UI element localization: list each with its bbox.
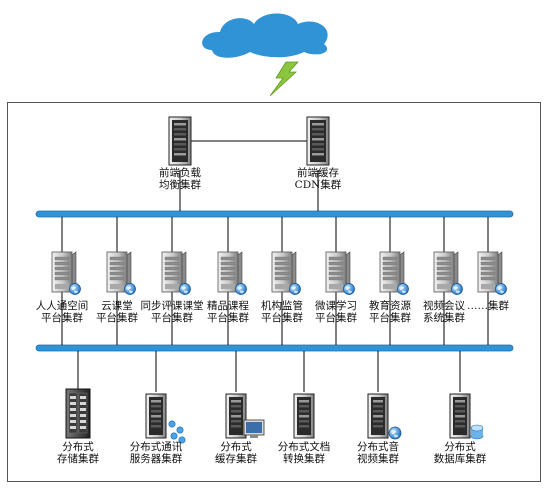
label-line: 分布式 bbox=[444, 441, 476, 453]
backend-cluster-label: 分布式音视频集群 bbox=[330, 441, 426, 465]
lightning-icon bbox=[269, 61, 299, 97]
platform-cluster-label: 视频会议系统集群 bbox=[396, 300, 492, 324]
backend-cluster-label: 分布式通讯服务器集群 bbox=[108, 441, 204, 465]
label-line: 前端缓存 bbox=[297, 167, 339, 179]
label-line: ……集群 bbox=[467, 300, 509, 312]
label-line: 微课学习 bbox=[315, 300, 357, 312]
label-line: 缓存集群 bbox=[215, 453, 257, 465]
monitor-icon bbox=[243, 419, 265, 438]
label-line: 云课堂 bbox=[101, 300, 133, 312]
network-frame bbox=[7, 102, 541, 482]
label-line: CDN集群 bbox=[294, 179, 342, 191]
rack-server-icon bbox=[306, 116, 330, 166]
label-line: 均衡集群 bbox=[159, 179, 201, 191]
platform-cluster-label: 同步评课课堂平台集群 bbox=[124, 300, 220, 324]
globe-icon bbox=[124, 283, 136, 295]
label-line: 存储集群 bbox=[57, 453, 99, 465]
globe-icon bbox=[388, 426, 402, 440]
platform-cluster-label: 微课学习平台集群 bbox=[288, 300, 384, 324]
storage-server-icon bbox=[65, 388, 91, 439]
globe-icon bbox=[179, 283, 191, 295]
rack-server-icon bbox=[367, 393, 389, 439]
label-line: 平台集群 bbox=[41, 312, 83, 324]
database-icon bbox=[470, 424, 484, 440]
globe-icon bbox=[69, 283, 81, 295]
label-line: 平台集群 bbox=[369, 312, 411, 324]
rack-server-icon bbox=[449, 393, 471, 439]
tower-server-icon bbox=[161, 251, 187, 293]
globe-icon bbox=[343, 283, 355, 295]
rack-server-icon bbox=[293, 393, 315, 439]
platform-cluster-label: 机构监管平台集群 bbox=[234, 300, 330, 324]
globe-icon bbox=[289, 283, 301, 295]
label-line: 平台集群 bbox=[207, 312, 249, 324]
backend-bus bbox=[35, 344, 514, 352]
platform-cluster-label: ……集群 bbox=[440, 300, 536, 312]
rack-server-icon bbox=[225, 393, 247, 439]
label-line: 数据库集群 bbox=[433, 453, 487, 465]
tower-server-icon bbox=[51, 251, 77, 293]
label-line: 教育资源 bbox=[369, 300, 411, 312]
label-line: 分布式 bbox=[62, 441, 94, 453]
front-bus bbox=[35, 210, 514, 218]
label-line: 转换集群 bbox=[283, 453, 325, 465]
label-line: 分布式 bbox=[220, 441, 252, 453]
tower-server-icon bbox=[433, 251, 459, 293]
backend-cluster-label: 分布式缓存集群 bbox=[188, 441, 284, 465]
label-line: 视频集群 bbox=[357, 453, 399, 465]
label-line: 平台集群 bbox=[151, 312, 193, 324]
label-line: 服务器集群 bbox=[129, 453, 183, 465]
cloud-icon bbox=[202, 13, 328, 58]
tower-server-icon bbox=[271, 251, 297, 293]
backend-cluster-label: 分布式存储集群 bbox=[30, 441, 126, 465]
front-cluster-label: 前端负载均衡集群 bbox=[132, 167, 228, 191]
globe-icon bbox=[397, 283, 409, 295]
label-line: 分布式音 bbox=[357, 441, 399, 453]
backend-cluster-label: 分布式数据库集群 bbox=[412, 441, 508, 465]
rack-server-icon bbox=[168, 116, 192, 166]
network-nodes-icon bbox=[168, 420, 186, 444]
label-line: 精品课程 bbox=[207, 300, 249, 312]
tower-server-icon bbox=[217, 251, 243, 293]
label-line: 前端负载 bbox=[159, 167, 201, 179]
globe-icon bbox=[235, 283, 247, 295]
platform-cluster-label: 人人通空间平台集群 bbox=[14, 300, 110, 324]
tower-server-icon bbox=[379, 251, 405, 293]
label-line: 分布式通讯 bbox=[129, 441, 183, 453]
backend-cluster-label: 分布式文档转换集群 bbox=[256, 441, 352, 465]
platform-cluster-label: 精品课程平台集群 bbox=[180, 300, 276, 324]
rack-server-icon bbox=[145, 393, 167, 439]
label-line: 同步评课课堂 bbox=[140, 300, 204, 312]
label-line: 平台集群 bbox=[96, 312, 138, 324]
globe-icon bbox=[451, 283, 463, 295]
platform-cluster-label: 云课堂平台集群 bbox=[69, 300, 165, 324]
label-line: 分布式文档 bbox=[277, 441, 331, 453]
label-line: 平台集群 bbox=[315, 312, 357, 324]
tower-server-icon bbox=[477, 251, 503, 293]
label-line: 平台集群 bbox=[261, 312, 303, 324]
tower-server-icon bbox=[106, 251, 132, 293]
globe-icon bbox=[495, 283, 507, 295]
label-line: 视频会议 bbox=[423, 300, 465, 312]
label-line: 系统集群 bbox=[423, 312, 465, 324]
label-line: 人人通空间 bbox=[35, 300, 89, 312]
label-line: 机构监管 bbox=[261, 300, 303, 312]
platform-cluster-label: 教育资源平台集群 bbox=[342, 300, 438, 324]
